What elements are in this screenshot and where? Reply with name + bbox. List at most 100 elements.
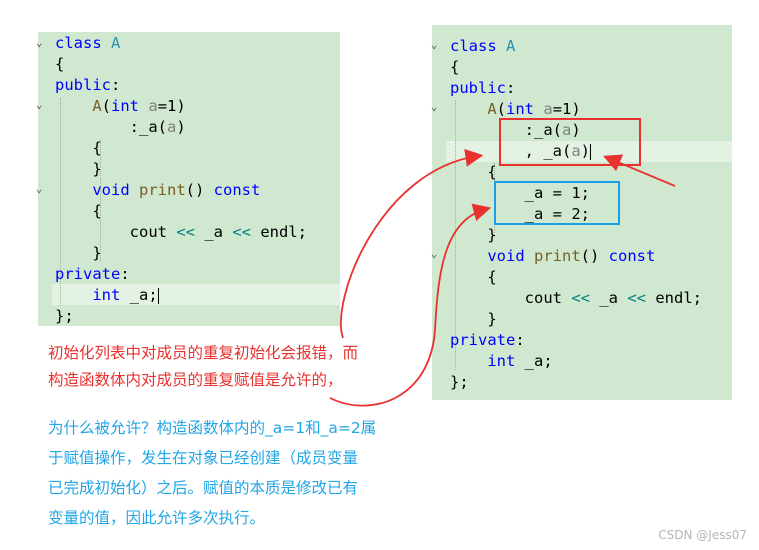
code-token: }; [450, 373, 469, 391]
code-line[interactable]: , _a(a) [450, 141, 702, 162]
code-line[interactable]: } [450, 225, 702, 246]
code-line[interactable]: void print() const [450, 246, 702, 267]
code-token: ( [496, 100, 507, 118]
code-line[interactable]: } [450, 309, 702, 330]
arrow-icon [603, 154, 676, 187]
code-line[interactable]: :_a(a) [450, 120, 702, 141]
code-line[interactable]: int _a; [450, 351, 702, 372]
watermark: CSDN @Jess07 [658, 528, 747, 542]
code-line[interactable]: void print() const [55, 180, 307, 201]
code-token: A [111, 34, 121, 52]
chevron-down-icon[interactable]: ⌄ [430, 38, 438, 51]
note-line: 已完成初始化）之后。赋值的本质是修改已有 [48, 479, 359, 497]
code-line[interactable]: { [55, 138, 307, 159]
code-token: :_a( [450, 121, 562, 139]
code-token: class [450, 37, 506, 55]
code-token: _a = 1; [450, 184, 590, 202]
chevron-down-icon[interactable]: ⌄ [430, 100, 438, 113]
left-indent-guide [100, 140, 101, 262]
code-line[interactable]: { [450, 162, 702, 183]
code-token: _a [195, 223, 233, 241]
code-token: << [232, 223, 251, 241]
code-token: : [120, 265, 130, 283]
code-line[interactable]: } [55, 159, 307, 180]
code-line[interactable]: :_a(a) [55, 117, 307, 138]
code-token: A [506, 37, 516, 55]
right-code-editor[interactable]: class A{public: A(int a=1) :_a(a) , _a(a… [450, 36, 702, 393]
code-line[interactable]: { [450, 267, 702, 288]
code-line[interactable]: cout << _a << endl; [450, 288, 702, 309]
code-token: { [55, 55, 65, 73]
code-token: endl; [251, 223, 307, 241]
code-line[interactable]: }; [55, 306, 307, 327]
code-line[interactable]: private: [450, 330, 702, 351]
code-token: _a = 2; [450, 205, 590, 223]
right-indent-guide [455, 100, 456, 370]
code-line[interactable]: class A [55, 33, 307, 54]
code-token: a [543, 100, 553, 118]
code-line[interactable]: cout << _a << endl; [55, 222, 307, 243]
assignment-box [494, 181, 620, 225]
code-token: } [55, 244, 102, 262]
left-code-editor[interactable]: class A{public: A(int a=1) :_a(a) { } vo… [55, 33, 307, 327]
text-cursor [157, 287, 159, 304]
code-token: } [450, 310, 497, 328]
code-token: a [166, 118, 177, 136]
chevron-down-icon[interactable]: ⌄ [35, 36, 43, 49]
code-token: , _a( [450, 142, 572, 160]
code-token: () [185, 181, 214, 199]
code-token: int [92, 286, 130, 304]
arrow-icon [340, 148, 484, 339]
code-token: private [450, 331, 516, 349]
chevron-down-icon[interactable]: ⌄ [430, 247, 438, 260]
chevron-down-icon[interactable]: ⌄ [35, 182, 43, 195]
code-token: ) [580, 142, 591, 160]
code-token: A [487, 100, 497, 118]
left-current-line-highlight [52, 284, 340, 305]
code-token: { [450, 268, 497, 286]
code-line[interactable]: { [450, 57, 702, 78]
code-token: endl; [646, 289, 702, 307]
code-token: public [55, 76, 111, 94]
note-line: 为什么被允许？构造函数体内的_a=1和_a=2属 [48, 419, 377, 437]
code-line[interactable]: A(int a=1) [55, 96, 307, 117]
code-token: << [571, 289, 590, 307]
code-token: ( [101, 97, 112, 115]
code-token: print [139, 181, 186, 199]
note-line: 初始化列表中对成员的重复初始化会报错，而 [48, 344, 359, 362]
code-token: : [515, 331, 525, 349]
code-line[interactable]: { [55, 54, 307, 75]
code-token: a [561, 121, 572, 139]
red-annotation-note: 初始化列表中对成员的重复初始化会报错，而 构造函数体内对成员的重复赋值是允许的， [48, 340, 358, 394]
code-token: } [450, 226, 497, 244]
code-token: a [148, 97, 158, 115]
code-token: << [176, 223, 195, 241]
code-line[interactable]: private: [55, 264, 307, 285]
code-line[interactable]: A(int a=1) [450, 99, 702, 120]
code-line[interactable]: int _a; [55, 285, 307, 306]
code-line[interactable]: public: [55, 75, 307, 96]
code-token: const [213, 181, 261, 199]
arrow-icon [329, 203, 492, 407]
code-line[interactable]: public: [450, 78, 702, 99]
code-token: { [55, 139, 102, 157]
text-cursor [590, 143, 592, 160]
code-line[interactable]: _a = 1; [450, 183, 702, 204]
code-token: _a [590, 289, 628, 307]
code-line[interactable]: } [55, 243, 307, 264]
chevron-down-icon[interactable]: ⌄ [35, 98, 43, 111]
code-token: cout [55, 223, 177, 241]
code-token: A [92, 97, 102, 115]
left-indent-guide [60, 98, 61, 306]
code-token: int [487, 352, 525, 370]
code-token: =1) [552, 100, 581, 118]
code-line[interactable]: _a = 2; [450, 204, 702, 225]
blue-annotation-note: 为什么被允许？构造函数体内的_a=1和_a=2属 于赋值操作，发生在对象已经创建… [48, 413, 376, 533]
code-line[interactable]: }; [450, 372, 702, 393]
code-token: const [608, 247, 656, 265]
code-line[interactable]: { [55, 201, 307, 222]
code-token: } [55, 160, 102, 178]
code-token: private [55, 265, 121, 283]
code-line[interactable]: class A [450, 36, 702, 57]
code-token: void [92, 181, 139, 199]
